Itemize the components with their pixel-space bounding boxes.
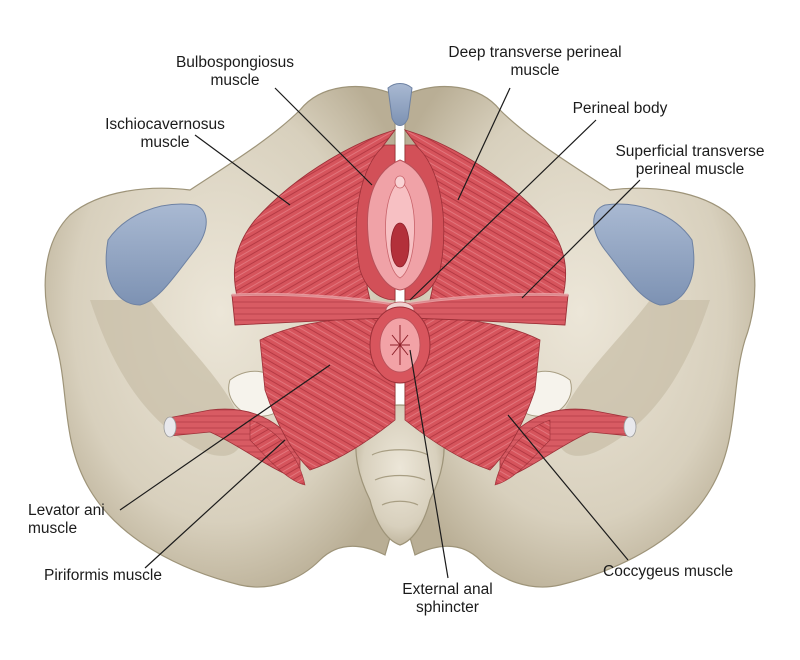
label-coccygeus: Coccygeus muscle (603, 563, 773, 581)
leader-external-anal (409, 349, 449, 579)
leader-superficial-transverse (521, 179, 641, 299)
leader-perineal-body (409, 119, 597, 301)
label-line: Coccygeus muscle (603, 563, 734, 580)
label-line: sphincter (416, 599, 479, 616)
label-bulbospongiosus: Bulbospongiosus muscle (155, 54, 315, 90)
levator-ani (259, 317, 541, 471)
label-superficial-transverse: Superficial transverse perineal muscle (595, 143, 785, 179)
label-line: muscle (210, 72, 260, 89)
label-line: Bulbospongiosus (175, 54, 295, 71)
label-line: Piriformis muscle (44, 567, 162, 584)
label-line: External anal (402, 581, 493, 598)
left-acetabulum-cartilage (105, 203, 207, 306)
label-line: Superficial transverse (615, 143, 765, 160)
label-external-anal: External anal sphincter (380, 581, 515, 617)
leader-piriformis (144, 439, 286, 569)
cartilage (105, 83, 695, 306)
label-levator-ani: Levator ani muscle (28, 502, 148, 538)
right-acetabulum-cartilage (593, 203, 695, 306)
label-line: Perineal body (572, 100, 668, 117)
label-line: perineal muscle (635, 161, 745, 178)
label-perineal-body: Perineal body (550, 100, 690, 118)
label-deep-transverse: Deep transverse perineal muscle (430, 44, 640, 80)
label-line: Ischiocavernosus (105, 116, 225, 133)
label-line: Levator ani (28, 502, 105, 519)
pubic-symphysis-cartilage (387, 83, 413, 126)
urogenital-muscles (231, 129, 569, 384)
leader-deep-transverse (457, 87, 511, 201)
leader-ischiocavernosus (194, 134, 291, 206)
label-ischiocavernosus: Ischiocavernosus muscle (80, 116, 250, 152)
label-piriformis: Piriformis muscle (44, 567, 224, 585)
leader-lines (119, 87, 641, 579)
piriformis-muscles (163, 408, 637, 486)
leader-levator-ani (119, 364, 331, 511)
label-line: muscle (140, 134, 190, 151)
leader-coccygeus (507, 414, 629, 561)
label-line: muscle (510, 62, 560, 79)
leader-bulbospongiosus (274, 87, 373, 186)
label-line: muscle (28, 520, 78, 537)
label-line: Deep transverse perineal (448, 44, 622, 61)
